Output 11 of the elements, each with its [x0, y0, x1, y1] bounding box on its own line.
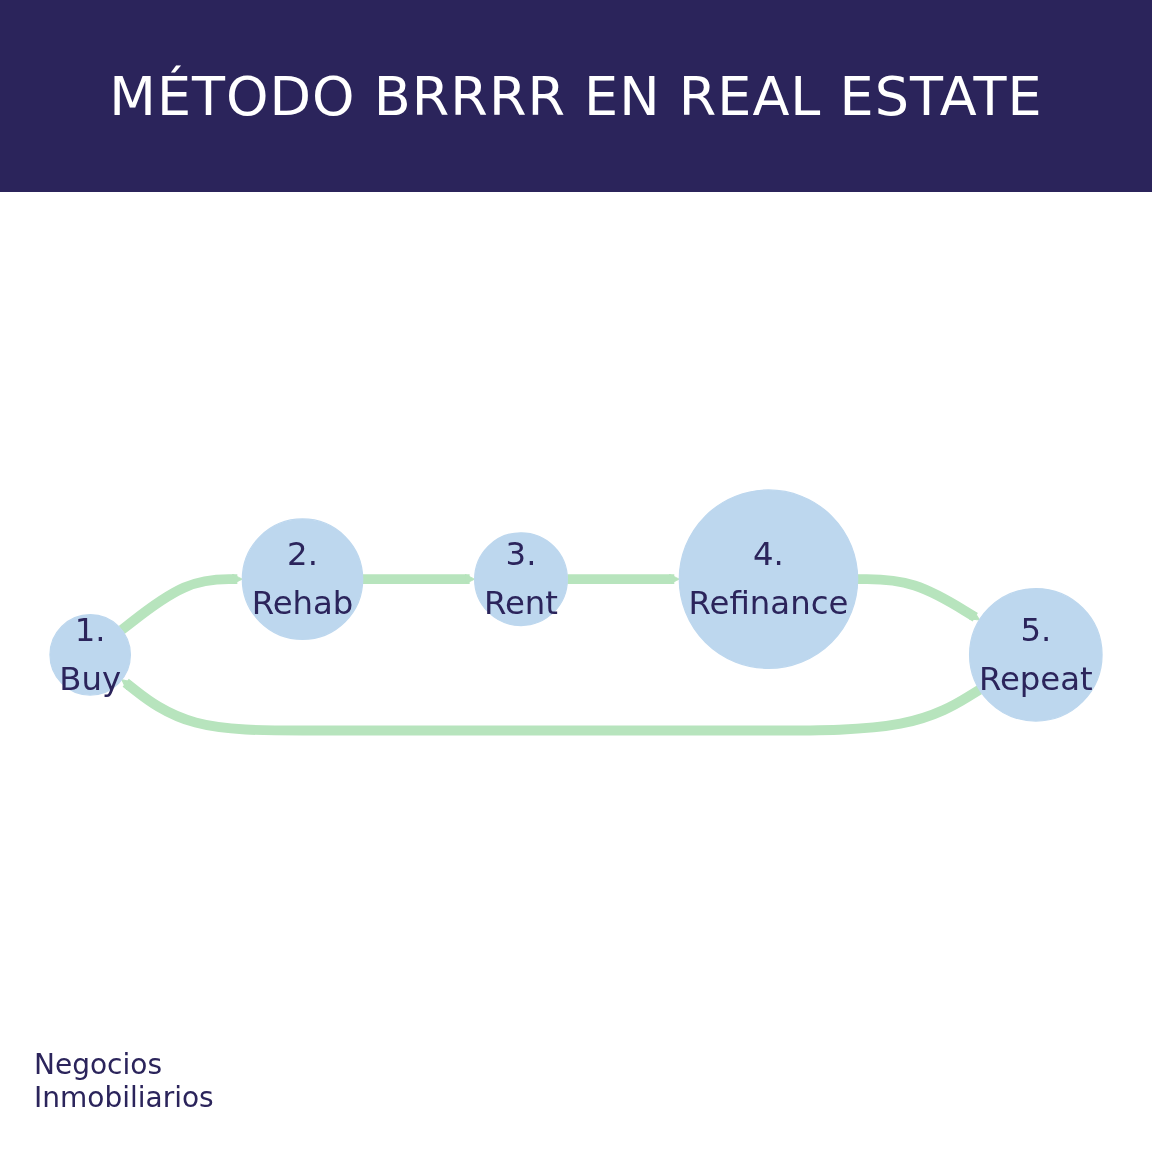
- node-circle: 1. Buy: [49, 613, 132, 696]
- arrow: [857, 573, 980, 622]
- node-circle: 5. Repeat: [968, 587, 1103, 722]
- arrow: [567, 573, 680, 585]
- arrow: [118, 573, 243, 634]
- node-circle: 4. Refinance: [678, 489, 859, 669]
- footer-text: Negocios Inmobiliarios: [34, 1048, 215, 1114]
- arrow: [121, 678, 983, 736]
- node-circle: 2. Rehab: [241, 518, 364, 640]
- title-banner: MÉTODO BRRRR EN REAL ESTATE: [0, 0, 1152, 192]
- node-circle: 3. Rent: [474, 531, 568, 626]
